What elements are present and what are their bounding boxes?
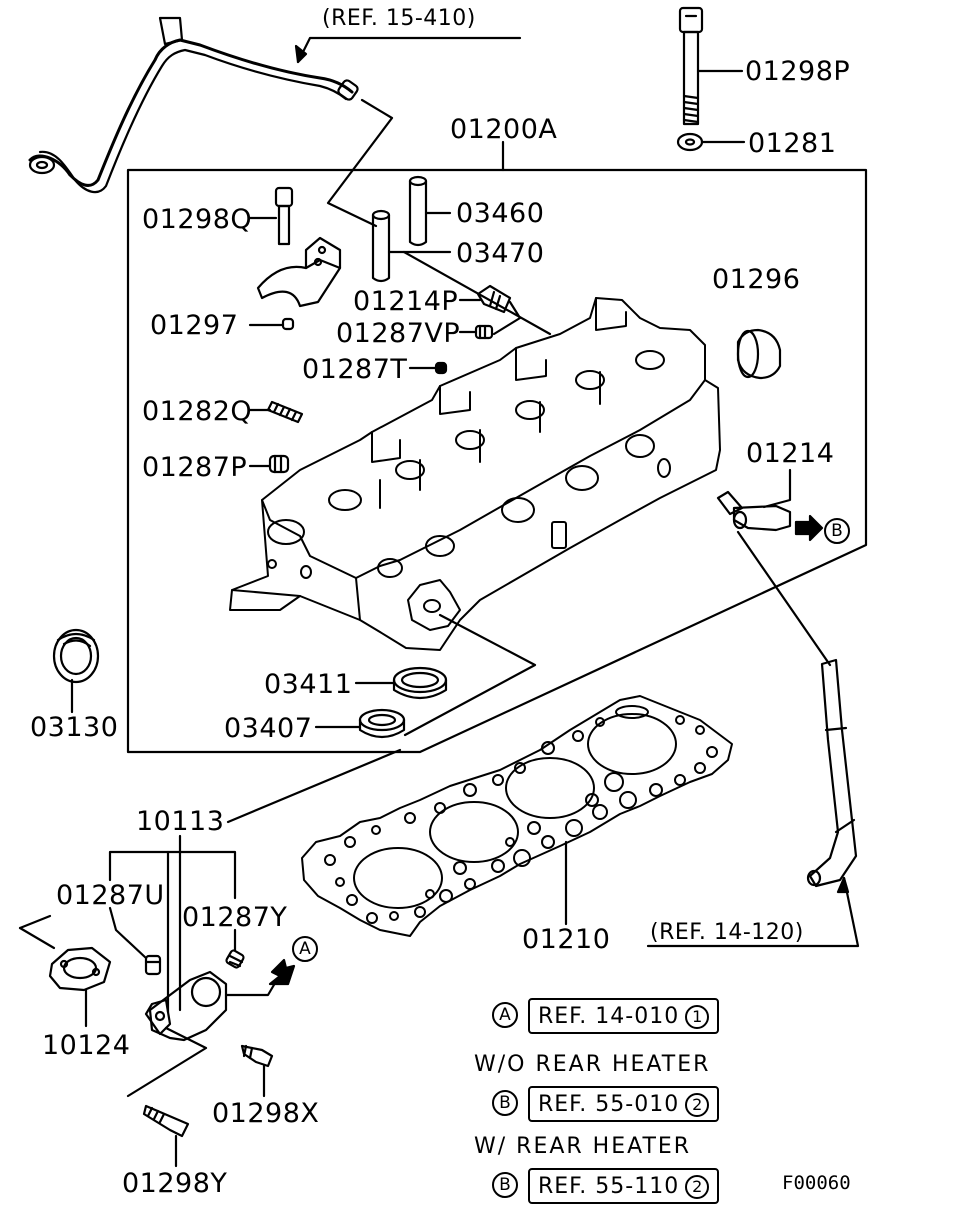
- bolt-01298P: [678, 6, 704, 126]
- part-label-01200A[interactable]: 01200A: [450, 114, 558, 145]
- bolt-01298X: [240, 1044, 274, 1068]
- head-gasket-01210: [301, 695, 733, 937]
- cap-plug-01296: [736, 328, 782, 380]
- oil-seal-03130: [52, 628, 100, 684]
- legend-marker-A: A: [492, 1002, 518, 1028]
- bearing-cap: [256, 236, 342, 308]
- legend-wo-rear-heater: W/O REAR HEATER: [474, 1052, 711, 1077]
- part-label-01282Q[interactable]: 01282Q: [142, 396, 253, 427]
- part-label-01287VP[interactable]: 01287VP: [336, 318, 461, 349]
- legend-ref-B2-num: 2: [685, 1175, 710, 1199]
- part-label-01210[interactable]: 01210: [522, 924, 611, 955]
- part-label-03411[interactable]: 03411: [264, 669, 353, 700]
- plug-01287T: [434, 361, 448, 375]
- part-label-03407[interactable]: 03407: [224, 713, 313, 744]
- legend-ref-A-num: 1: [685, 1005, 710, 1029]
- legend-marker-B2: B: [492, 1172, 518, 1198]
- part-label-01296[interactable]: 01296: [712, 264, 801, 295]
- arrow-A-icon: [268, 958, 296, 986]
- legend-w-rear-heater: W/ REAR HEATER: [474, 1134, 692, 1159]
- part-label-01287P[interactable]: 01287P: [142, 452, 248, 483]
- fitting-01214P: [476, 284, 512, 314]
- cylinder-head: [229, 297, 721, 651]
- leader-03470-down: [402, 250, 552, 336]
- assembly-frame: [126, 168, 868, 754]
- leader-head-to-03411: [403, 613, 537, 737]
- part-label-03470[interactable]: 03470: [456, 238, 545, 269]
- legend-ref-B1-text: REF. 55-010: [538, 1092, 680, 1117]
- leader-ref-15-410: [296, 36, 522, 64]
- oil-pipe: [28, 16, 359, 194]
- part-label-01297[interactable]: 01297: [150, 310, 239, 341]
- legend-marker-B1: B: [492, 1090, 518, 1116]
- part-label-10124[interactable]: 10124: [42, 1030, 131, 1061]
- legend-ref-B1-num: 2: [685, 1093, 710, 1117]
- seal-03407: [358, 708, 406, 739]
- figure-code: F00060: [782, 1172, 851, 1194]
- part-label-01298Y[interactable]: 01298Y: [122, 1168, 228, 1199]
- leader-10113-tree: [108, 834, 182, 882]
- ref-14-120-label[interactable]: (REF. 14-120): [650, 920, 804, 945]
- part-label-01298Q[interactable]: 01298Q: [142, 204, 253, 235]
- callout-B-circle: B: [824, 518, 850, 544]
- part-label-01298P[interactable]: 01298P: [745, 56, 851, 87]
- part-label-01214[interactable]: 01214: [746, 438, 835, 469]
- callout-A-circle: A: [292, 936, 318, 962]
- plug-01287U: [144, 954, 162, 976]
- seal-03411: [392, 666, 448, 700]
- bolt-01298Q: [274, 186, 294, 246]
- arrow-B-icon: [794, 514, 824, 542]
- part-label-01287Y[interactable]: 01287Y: [182, 902, 288, 933]
- valve-guide-03470: [371, 209, 391, 283]
- plug-01287Y: [225, 949, 245, 969]
- part-label-01287T[interactable]: 01287T: [302, 354, 408, 385]
- valve-guide-03460: [408, 175, 428, 247]
- part-label-03460[interactable]: 03460: [456, 198, 545, 229]
- legend-ref-B2-text: REF. 55-110: [538, 1174, 680, 1199]
- plug-01287P: [268, 454, 290, 474]
- part-label-01298X[interactable]: 01298X: [212, 1098, 320, 1129]
- part-label-03130[interactable]: 03130: [30, 712, 119, 743]
- part-label-01214P[interactable]: 01214P: [353, 286, 459, 317]
- heater-hose: [806, 658, 858, 888]
- water-outlet-housing: [144, 970, 228, 1042]
- part-label-01287U[interactable]: 01287U: [56, 880, 165, 911]
- gasket-10124: [48, 946, 112, 992]
- ref-15-410-label[interactable]: (REF. 15-410): [322, 6, 476, 31]
- leader-pipe-to-head: [326, 98, 394, 228]
- washer-01281: [676, 132, 704, 152]
- dowel-01297: [281, 317, 295, 331]
- stud-01282Q: [266, 400, 304, 424]
- fitting-01214: [716, 490, 792, 532]
- plug-01287VP: [474, 324, 494, 340]
- legend-ref-A-text: REF. 14-010: [538, 1004, 680, 1029]
- part-label-01281[interactable]: 01281: [748, 128, 837, 159]
- part-label-10113[interactable]: 10113: [136, 806, 225, 837]
- bolt-01298Y: [142, 1104, 190, 1138]
